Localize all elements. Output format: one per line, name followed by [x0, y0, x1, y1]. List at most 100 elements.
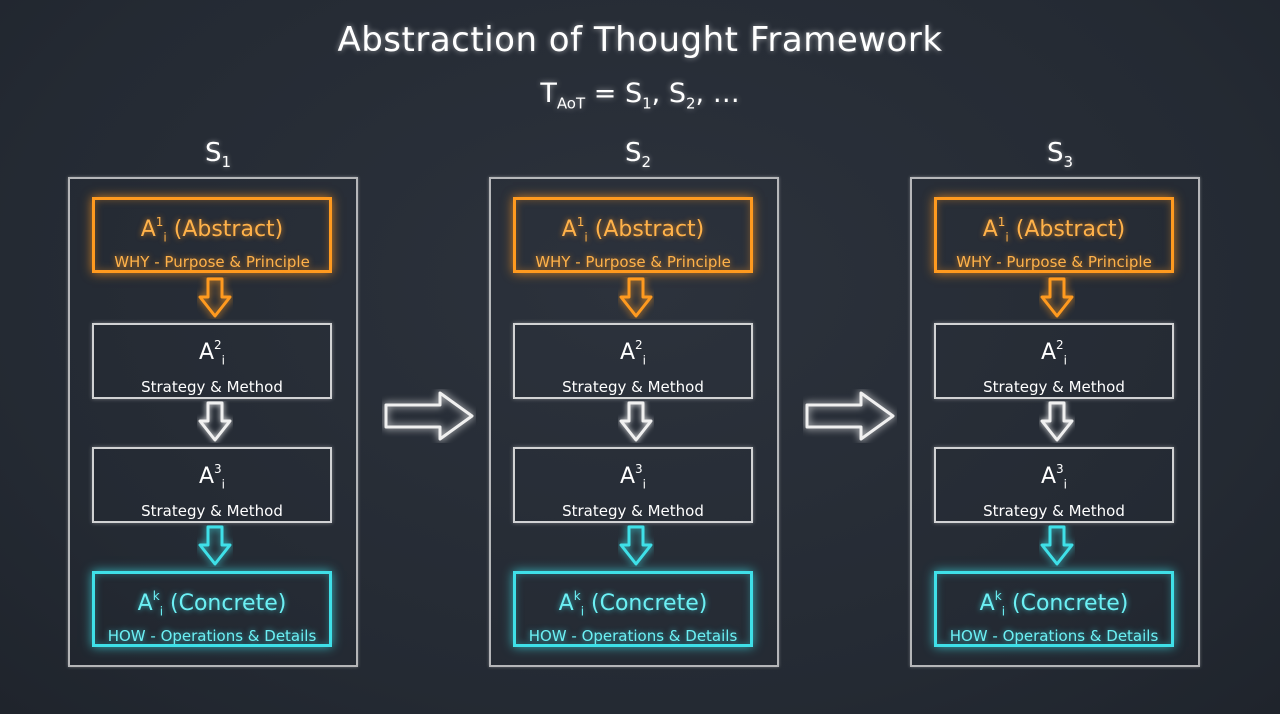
- abstract-box-desc: WHY - Purpose & Principle: [114, 253, 310, 272]
- stage-label-s3: S3: [1030, 138, 1090, 171]
- level-symbol: A: [140, 217, 156, 242]
- formula-s1-sub: 1: [642, 94, 652, 113]
- level-sup: 2: [635, 338, 643, 352]
- level-symbol: A: [619, 340, 636, 365]
- level-sub: i: [584, 230, 588, 245]
- down-arrow-icon: [1040, 401, 1074, 442]
- stage-label-s3-letter: S: [1046, 138, 1064, 168]
- level-symbol: A: [979, 591, 995, 616]
- formula-ellipsis: …: [712, 78, 740, 109]
- down-arrow-icon: [619, 401, 653, 442]
- stage-s2: A1i (Abstract) WHY - Purpose & Principle…: [489, 177, 779, 667]
- strategy-box-2-desc: Strategy & Method: [141, 378, 283, 397]
- stage-label-s1: S1: [188, 138, 248, 171]
- level-sup: 3: [214, 462, 222, 476]
- diagram-title: Abstraction of Thought Framework: [337, 20, 943, 60]
- down-arrow-icon: [619, 277, 653, 318]
- level-symbol: A: [561, 217, 577, 242]
- level-sup: 1: [997, 215, 1006, 229]
- stage-label-s1-sub: 1: [221, 153, 232, 172]
- concrete-box-desc: HOW - Operations & Details: [107, 627, 317, 646]
- stage-label-s2-sub: 2: [641, 153, 652, 172]
- strategy-box-2: A2i Strategy & Method: [92, 323, 332, 399]
- level-sup: k: [573, 589, 581, 603]
- level-symbol: A: [1040, 340, 1057, 365]
- formula-s1: S: [624, 78, 643, 109]
- abstract-box: A1i (Abstract) WHY - Purpose & Principle: [934, 197, 1174, 273]
- concrete-box: Aki (Concrete) HOW - Operations & Detail…: [92, 571, 332, 647]
- formula-s2: S: [668, 78, 686, 109]
- strategy-box-3-desc: Strategy & Method: [562, 502, 704, 521]
- stage-s3: A1i (Abstract) WHY - Purpose & Principle…: [910, 177, 1200, 667]
- level-sub: i: [163, 230, 167, 245]
- strategy-box-3-title: A3i: [936, 455, 1172, 498]
- stage-label-s3-sub: 3: [1063, 153, 1074, 172]
- concrete-box-desc: HOW - Operations & Details: [949, 627, 1159, 646]
- down-arrow-icon: [619, 525, 653, 566]
- level-sub: i: [221, 353, 226, 368]
- down-arrow-icon: [1040, 277, 1074, 318]
- concrete-box: Aki (Concrete) HOW - Operations & Detail…: [513, 571, 753, 647]
- strategy-box-2-desc: Strategy & Method: [562, 378, 704, 397]
- level-sub: i: [1005, 230, 1009, 245]
- stage-label-s1-letter: S: [204, 138, 222, 168]
- level-symbol: A: [982, 217, 998, 242]
- stage-label-s2: S2: [608, 138, 668, 171]
- level-sup: 2: [214, 338, 222, 352]
- level-symbol: A: [1040, 464, 1057, 489]
- strategy-box-3-desc: Strategy & Method: [983, 502, 1125, 521]
- abstract-box: A1i (Abstract) WHY - Purpose & Principle: [513, 197, 753, 273]
- concrete-box-title: Aki (Concrete): [516, 582, 750, 625]
- level-sup: 2: [1056, 338, 1064, 352]
- level-sup: k: [152, 589, 160, 603]
- strategy-box-3-desc: Strategy & Method: [141, 502, 283, 521]
- level-name: (Abstract): [1015, 217, 1126, 242]
- level-sub: i: [1063, 353, 1068, 368]
- level-symbol: A: [558, 591, 574, 616]
- level-name: (Concrete): [1012, 591, 1129, 616]
- level-symbol: A: [619, 464, 636, 489]
- strategy-box-2: A2i Strategy & Method: [513, 323, 753, 399]
- strategy-box-3-title: A3i: [94, 455, 330, 498]
- level-symbol: A: [198, 464, 215, 489]
- formula-lhs-sub: AoT: [556, 94, 586, 113]
- abstract-box-title: A1i (Abstract): [937, 208, 1171, 251]
- strategy-box-3: A3i Strategy & Method: [92, 447, 332, 523]
- right-arrow-icon: [805, 391, 895, 441]
- down-arrow-icon: [198, 401, 232, 442]
- formula-eq: =: [593, 78, 617, 109]
- level-sub: i: [1001, 604, 1006, 619]
- abstract-box-title: A1i (Abstract): [95, 208, 329, 251]
- strategy-box-2: A2i Strategy & Method: [934, 323, 1174, 399]
- formula-s2-sub: 2: [685, 94, 696, 113]
- strategy-box-3: A3i Strategy & Method: [513, 447, 753, 523]
- level-sup: k: [994, 589, 1002, 603]
- level-symbol: A: [137, 591, 153, 616]
- concrete-box: Aki (Concrete) HOW - Operations & Detail…: [934, 571, 1174, 647]
- down-arrow-icon: [1040, 525, 1074, 566]
- abstract-box: A1i (Abstract) WHY - Purpose & Principle: [92, 197, 332, 273]
- concrete-box-desc: HOW - Operations & Details: [528, 627, 738, 646]
- level-name: (Concrete): [170, 591, 287, 616]
- level-name: (Concrete): [591, 591, 708, 616]
- level-sub: i: [159, 604, 164, 619]
- level-sup: 1: [576, 215, 585, 229]
- abstract-box-desc: WHY - Purpose & Principle: [535, 253, 731, 272]
- right-arrow-icon: [384, 391, 474, 441]
- strategy-box-3: A3i Strategy & Method: [934, 447, 1174, 523]
- strategy-box-2-title: A2i: [936, 331, 1172, 374]
- strategy-box-3-title: A3i: [515, 455, 751, 498]
- concrete-box-title: Aki (Concrete): [937, 582, 1171, 625]
- level-sub: i: [580, 604, 585, 619]
- concrete-box-title: Aki (Concrete): [95, 582, 329, 625]
- strategy-box-2-title: A2i: [515, 331, 751, 374]
- formula-lhs: T: [540, 78, 557, 109]
- level-symbol: A: [198, 340, 215, 365]
- strategy-box-2-title: A2i: [94, 331, 330, 374]
- stage-label-s2-letter: S: [624, 138, 642, 168]
- level-sup: 1: [155, 215, 164, 229]
- abstract-box-desc: WHY - Purpose & Principle: [956, 253, 1152, 272]
- formula: TAoT = S1, S2, …: [540, 78, 740, 113]
- down-arrow-icon: [198, 525, 232, 566]
- level-sup: 3: [635, 462, 643, 476]
